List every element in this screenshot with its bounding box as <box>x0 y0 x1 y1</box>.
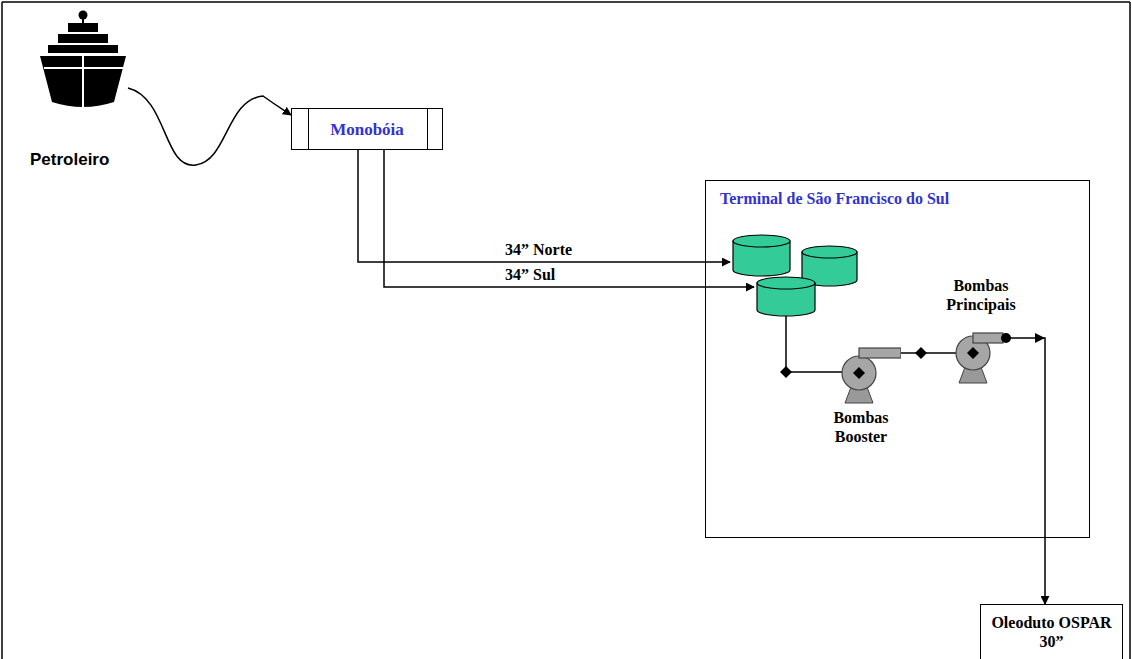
pipe-connector <box>384 150 754 287</box>
pipe-label: 34” Norte <box>505 240 572 259</box>
box-side-bar <box>308 109 309 149</box>
valve-diamond <box>915 347 927 359</box>
drawing-part <box>842 356 876 390</box>
node-text: Oleoduto OSPAR 30” <box>989 613 1114 651</box>
valve-diamond <box>780 366 792 378</box>
drawing-part <box>82 56 84 108</box>
buoy-box: Monobóia <box>291 108 443 150</box>
storage-tank <box>757 277 815 316</box>
node-text: Bombas Principais <box>941 276 1021 314</box>
main-pump: Bombas Principais <box>941 276 1021 391</box>
pipe-label: 34” Sul <box>505 265 555 284</box>
drawing-part <box>973 333 1003 343</box>
box-side-bar <box>427 109 428 149</box>
pipe-connector <box>1021 338 1045 604</box>
storage-tank <box>733 235 790 276</box>
pipe-connector <box>358 150 730 262</box>
pump-symbol <box>821 336 901 406</box>
tanker-ship: Petroleiro <box>28 8 128 180</box>
flow-arrow <box>1035 333 1045 343</box>
drawing-part <box>58 34 108 43</box>
pipeline-box: Oleoduto OSPAR 30” <box>980 604 1123 659</box>
drawing-part <box>48 45 118 53</box>
drawing-part <box>68 23 98 32</box>
node-text: Terminal de São Francisco do Sul <box>720 189 1075 208</box>
terminal-box: Terminal de São Francisco do SulBombas B… <box>705 180 1090 538</box>
pump-symbol <box>941 316 1021 386</box>
drawing-part <box>1009 337 1021 339</box>
pipe-connector <box>128 88 291 165</box>
node-text: Bombas Booster <box>821 408 901 446</box>
node-text: Monobóia <box>330 120 404 139</box>
booster-pump: Bombas Booster <box>821 336 901 461</box>
drawing-part <box>859 348 901 358</box>
drawing-part <box>40 56 126 107</box>
drawing-part <box>967 347 979 359</box>
drawing-part <box>853 367 865 379</box>
ship-symbol <box>28 8 128 118</box>
node-text: Petroleiro <box>28 150 128 169</box>
